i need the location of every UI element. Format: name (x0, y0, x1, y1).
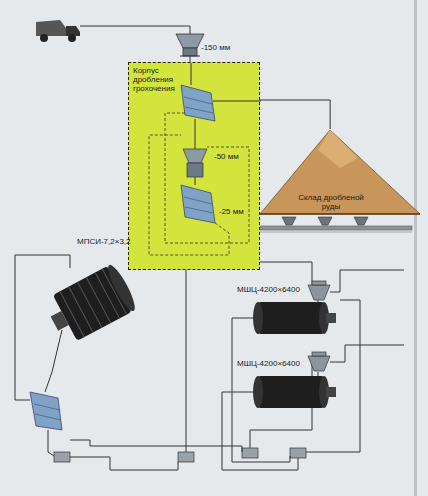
sag-mill (42, 262, 139, 346)
stockpile-node: Склад дробленой руды (258, 128, 422, 216)
dump-truck (36, 20, 80, 42)
pipeline (48, 262, 404, 470)
page-edge (414, 0, 417, 496)
size-label: -50 мм (213, 153, 240, 162)
equipment-label: МШЦ-4200×6400 (236, 360, 301, 369)
node-text: Склад дробленой руды (292, 193, 370, 211)
equipment-label: МПСИ-7,2×3,2 (76, 238, 132, 247)
slurry-pump (54, 448, 306, 462)
building-region: Корпус дробления грохочения (128, 62, 260, 270)
feed-line (80, 26, 190, 34)
ball-mill (253, 302, 336, 334)
region-heading: Корпус дробления грохочения (133, 66, 179, 94)
ball-mill (253, 376, 336, 408)
crushing-equipment (129, 63, 261, 271)
ore-conveyor-line (260, 100, 330, 129)
apron-feeder (282, 217, 368, 225)
size-label: -25 мм (218, 208, 245, 217)
vibrating-screen (30, 392, 62, 430)
pipeline (45, 330, 62, 392)
recycle-line (15, 255, 70, 400)
primary-crusher (176, 34, 204, 56)
size-label: -150 мм (200, 44, 231, 53)
equipment-label: МШЦ-4200×6400 (236, 286, 301, 295)
